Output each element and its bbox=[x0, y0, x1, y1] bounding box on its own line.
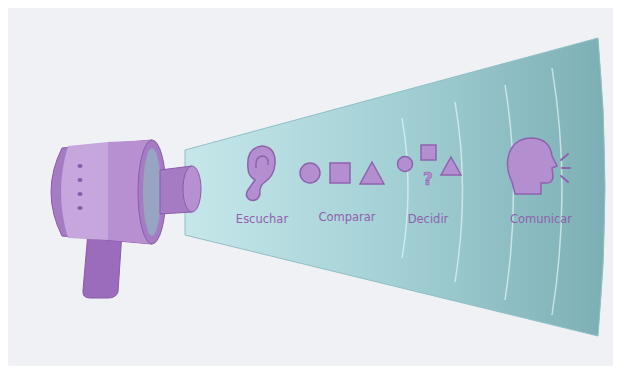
icon-label: Escuchar bbox=[236, 212, 288, 226]
megaphone-handle bbox=[83, 232, 122, 298]
compare-shapes bbox=[300, 162, 384, 184]
sound-waves bbox=[402, 68, 562, 315]
icon-label: Decidir bbox=[408, 212, 449, 226]
speaking-head-icon bbox=[508, 138, 571, 194]
ear-icon bbox=[246, 146, 275, 200]
megaphone-opening bbox=[143, 148, 161, 236]
icon-label: Comparar bbox=[318, 210, 375, 224]
background-panel bbox=[8, 8, 613, 366]
question-symbol: ? bbox=[423, 170, 433, 188]
megaphone-dots bbox=[78, 164, 83, 210]
megaphone-band bbox=[61, 142, 108, 240]
icon-label: Comunicar bbox=[510, 212, 572, 226]
nozzle-tip bbox=[183, 166, 201, 212]
megaphone-body bbox=[51, 140, 152, 244]
sound-cone bbox=[185, 38, 605, 336]
